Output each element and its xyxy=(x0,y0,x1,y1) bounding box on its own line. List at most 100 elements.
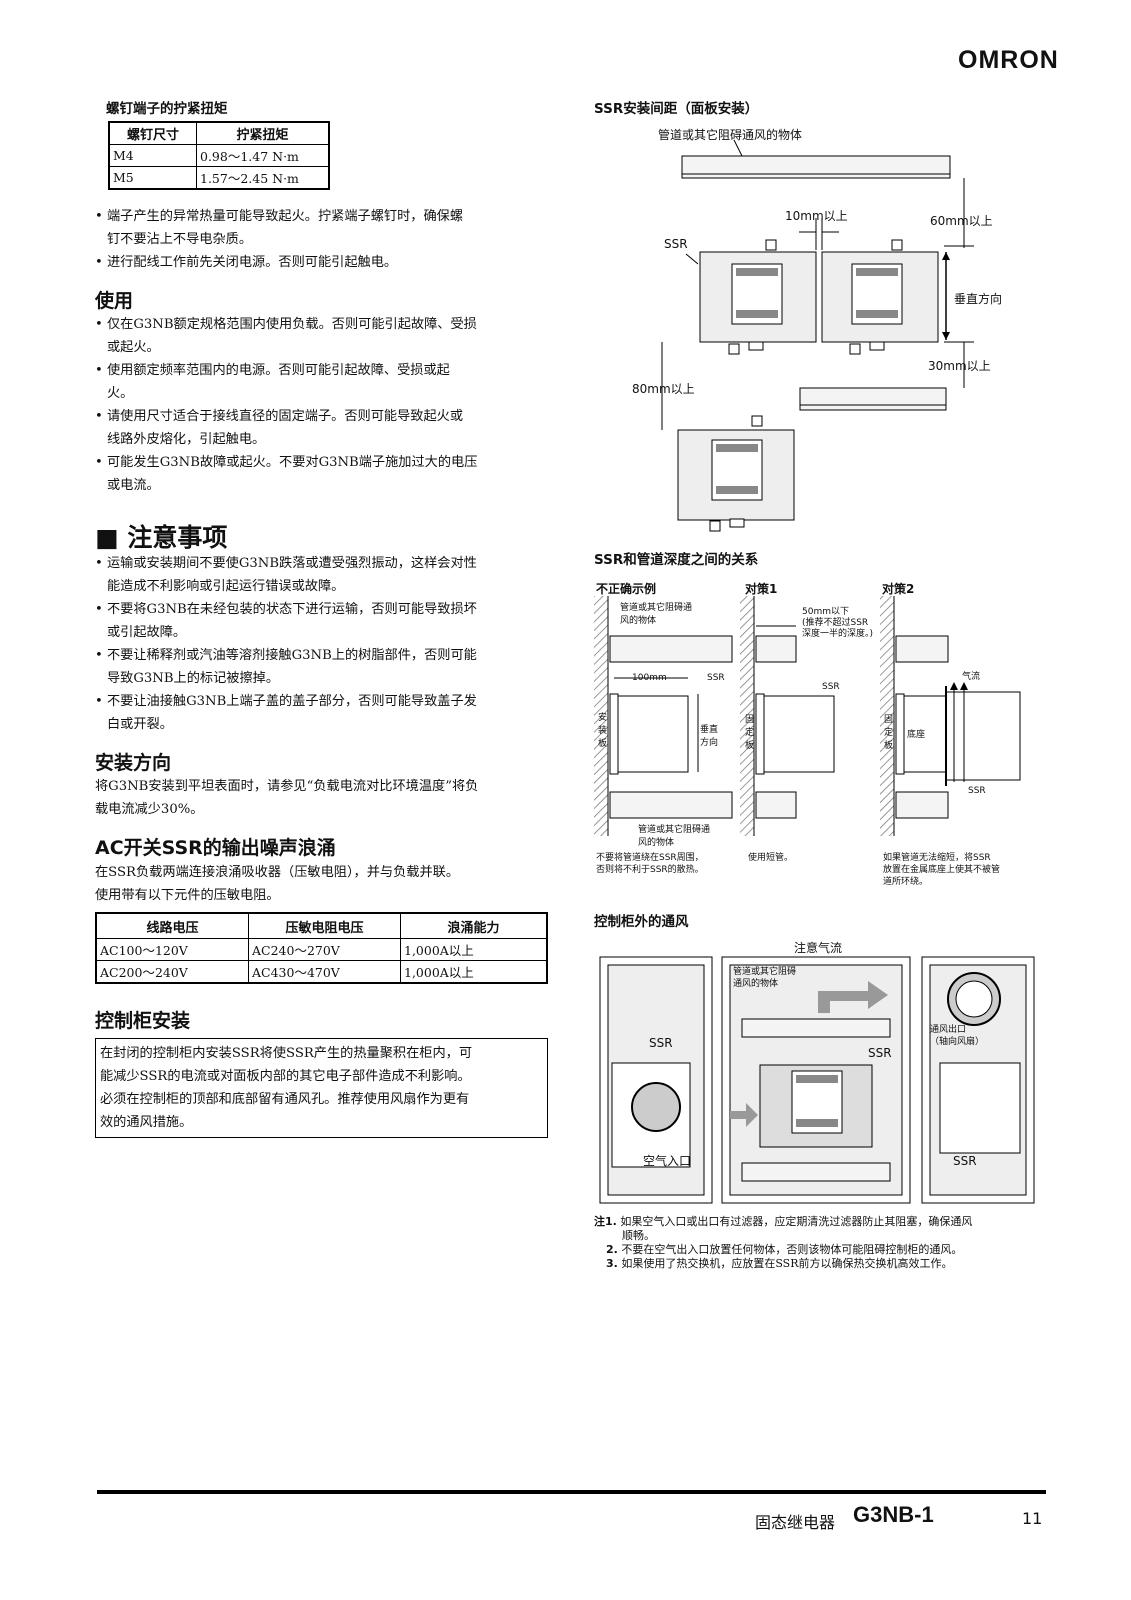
text-line: 必须在控制柜的顶部和底部留有通风孔。推荐使用风扇作为更有 xyxy=(100,1092,470,1107)
cabinet-text-box: 在封闭的控制柜内安装SSR将使SSR产生的热量聚积在柜内，可 能减少SSR的电流… xyxy=(95,1038,548,1138)
vent-ssr-right-label: SSR xyxy=(953,1154,977,1168)
spacing-title: SSR安装间距（面板安装） xyxy=(594,101,759,117)
m2-note-1: 如果管道无法缩短，将SSR xyxy=(883,853,991,863)
note-item: 2. 不要在空气出入口放置任何物体，否则该物体可能阻碍控制柜的通风。 xyxy=(594,1243,1044,1257)
ssr-label: SSR xyxy=(664,237,688,251)
table-row: 螺钉尺寸 拧紧扭矩 xyxy=(108,121,330,145)
spacing-diagram xyxy=(661,139,974,532)
m2-note-3: 道所环绕。 xyxy=(883,877,929,887)
table-cell: 1,000A以上 xyxy=(400,960,548,984)
table-cell: 0.98～1.47 N·m xyxy=(196,144,330,167)
note-num: 3. xyxy=(606,1257,618,1270)
list-item-cont: 火。 xyxy=(107,386,134,401)
list-item-cont: 白或开裂。 xyxy=(107,717,173,732)
table-cell: AC430～470V xyxy=(248,960,401,984)
footer-rule xyxy=(97,1490,1046,1494)
cabinet-title: 控制柜安装 xyxy=(95,1010,191,1032)
table-cell: M5 xyxy=(108,166,197,190)
depth-diagram xyxy=(594,596,1021,836)
m1-dim-label-3: 深度一半的深度。) xyxy=(802,629,874,639)
table-cell: M4 xyxy=(108,144,197,167)
list-item: 不要让油接触G3NB上端子盖的盖子部分，否则可能导致盖子发 xyxy=(95,690,555,713)
table-cell: 1.57～2.45 N·m xyxy=(196,166,330,190)
base-label: 底座 xyxy=(907,730,926,740)
list-item-cont: 线路外皮熔化，引起触电。 xyxy=(107,432,266,447)
duct-label: 管道或其它阻碍通风的物体 xyxy=(658,128,803,142)
table-header: 螺钉尺寸 xyxy=(108,121,197,145)
bad-note-1: 不要将管道绕在SSR周围， xyxy=(596,853,704,863)
bad-ssr-label: SSR xyxy=(707,673,725,683)
text-line: 载电流减少30%。 xyxy=(95,802,204,817)
list-item-cont: 或起火。 xyxy=(107,340,160,355)
note-text: 不要在空气出入口放置任何物体，否则该物体可能阻碍控制柜的通风。 xyxy=(621,1243,963,1256)
use-bullets: 仅在G3NB额定规格范围内使用负载。否则可能引起故障、受损 或起火。 使用额定频… xyxy=(95,313,555,497)
below-clearance-label: 80mm以上 xyxy=(632,382,695,396)
text-line: 在封闭的控制柜内安装SSR将使SSR产生的热量聚积在柜内，可 xyxy=(100,1046,473,1061)
list-item-cont: 钉不要沾上不导电杂质。 xyxy=(107,232,253,247)
measure2-title: 对策2 xyxy=(882,582,915,596)
vent-diagram xyxy=(599,956,1035,1204)
list-item: 端子产生的异常热量可能导致起火。拧紧端子螺钉时，确保螺 xyxy=(95,205,555,228)
note-text: 如果使用了热交换机，应放置在SSR前方以确保热交换机高效工作。 xyxy=(621,1257,953,1270)
air-inlet-label: 空气入口 xyxy=(643,1154,692,1168)
bottom-clearance-label: 30mm以上 xyxy=(928,359,991,373)
table-header: 压敏电阻电压 xyxy=(248,912,401,939)
table-cell: 1,000A以上 xyxy=(400,938,548,961)
vent-notes: 注1. 如果空气入口或出口有过滤器，应定期清洗过滤器防止其阻塞，确保通风 顺畅。… xyxy=(594,1215,1044,1271)
surge-title: AC开关SSR的输出噪声浪涌 xyxy=(95,837,336,859)
note-num: 注1. xyxy=(594,1215,617,1228)
list-item-cont: 能造成不利影响或引起运行错误或故障。 xyxy=(107,579,345,594)
top-clearance-label: 60mm以上 xyxy=(930,214,993,228)
vent-duct-label: 管道或其它阻碍 xyxy=(733,967,797,977)
vent-ssr-left-label: SSR xyxy=(649,1036,673,1050)
caution-title: ■ 注意事项 xyxy=(95,523,228,552)
bad-example-title: 不正确示例 xyxy=(596,582,657,596)
table-row: AC200～240V AC430～470V 1,000A以上 xyxy=(95,960,548,984)
bad-note-2: 否则将不利于SSR的散热。 xyxy=(596,865,704,875)
note-text: 如果空气入口或出口有过滤器，应定期清洗过滤器防止其阻塞，确保通风 xyxy=(620,1215,973,1228)
caution-bullets: 运输或安装期间不要使G3NB跌落或遭受强烈振动，这样会对性 能造成不利影响或引起… xyxy=(95,552,555,736)
bad-vertical-label: 垂直方向 xyxy=(700,725,719,748)
gap-label: 10mm以上 xyxy=(785,209,848,223)
surge-table: 线路电压 压敏电阻电压 浪涌能力 AC100～120V AC240～270V 1… xyxy=(95,912,548,984)
text-line: 效的通风措施。 xyxy=(100,1115,193,1130)
bad-duct-label-2: 管道或其它阻碍通风的物体 xyxy=(638,825,711,848)
table-cell: AC200～240V xyxy=(95,960,249,984)
note-cont: 顺畅。 xyxy=(622,1229,655,1242)
m1-ssr-label: SSR xyxy=(822,682,840,692)
mounting-text: 将G3NB安装到平坦表面时，请参见“负载电流对比环境温度”将负 载电流减少30%… xyxy=(95,775,555,821)
m1-dim-label: 50mm以下 xyxy=(802,607,849,617)
table-cell: AC240～270V xyxy=(248,938,401,961)
table-row: M5 1.57～2.45 N·m xyxy=(108,166,330,190)
vertical-label: 垂直方向 xyxy=(954,292,1003,306)
note-num: 2. xyxy=(606,1243,618,1256)
list-item: 请使用尺寸适合于接线直径的固定端子。否则可能导致起火或 xyxy=(95,405,555,428)
air-outlet-label-2: （轴向风扇） xyxy=(930,1037,985,1047)
fix-plate-label-1: 固定板 xyxy=(745,715,755,751)
table-header: 线路电压 xyxy=(95,912,249,939)
m2-note-2: 放置在金属底座上使其不被管 xyxy=(883,865,1001,875)
torque-title: 螺钉端子的拧紧扭矩 xyxy=(106,101,228,117)
fix-plate-label-2: 固定板 xyxy=(884,715,894,751)
measure1-title: 对策1 xyxy=(745,582,778,596)
m2-ssr-label: SSR xyxy=(968,786,986,796)
list-item-cont: 或电流。 xyxy=(107,478,160,493)
text-line: 在SSR负载两端连接浪涌吸收器（压敏电阻），并与负载并联。 xyxy=(95,865,460,880)
use-title: 使用 xyxy=(95,290,134,312)
mount-plate-label: 安装板 xyxy=(598,713,608,749)
table-row: 线路电压 压敏电阻电压 浪涌能力 xyxy=(95,912,548,939)
attention-airflow-label: 注意气流 xyxy=(794,941,843,955)
omron-logo: OMRON xyxy=(958,46,1059,74)
list-item-cont: 导致G3NB上的标记被擦掉。 xyxy=(107,671,280,686)
torque-bullets: 端子产生的异常热量可能导致起火。拧紧端子螺钉时，确保螺 钉不要沾上不导电杂质。 … xyxy=(95,205,555,274)
table-cell: AC100～120V xyxy=(95,938,249,961)
list-item: 可能发生G3NB故障或起火。不要对G3NB端子施加过大的电压 xyxy=(95,451,555,474)
torque-table: 螺钉尺寸 拧紧扭矩 M4 0.98～1.47 N·m M5 1.57～2.45 … xyxy=(108,121,330,190)
text-line: 能减少SSR的电流或对面板内部的其它电子部件造成不利影响。 xyxy=(100,1069,471,1084)
mounting-title: 安装方向 xyxy=(95,752,172,774)
m1-note: 使用短管。 xyxy=(748,853,794,863)
page-number: 11 xyxy=(1022,1509,1043,1528)
distance-label: 100mm xyxy=(632,673,667,683)
vent-title: 控制柜外的通风 xyxy=(594,914,689,930)
footer-model: G3NB-1 xyxy=(853,1502,934,1527)
